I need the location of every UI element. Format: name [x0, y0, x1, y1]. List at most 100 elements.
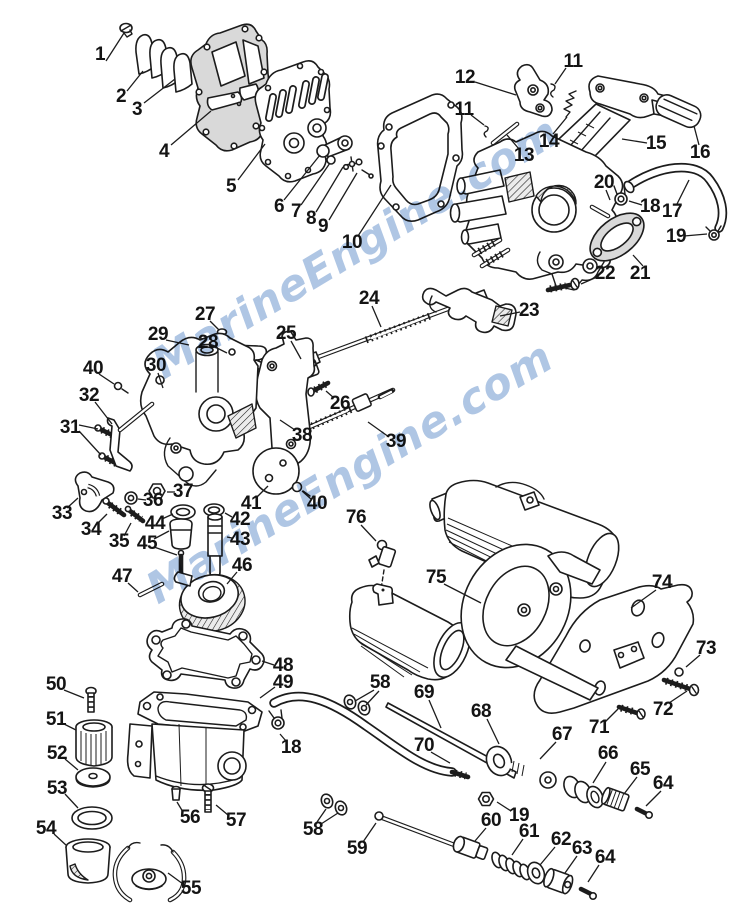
part-label-67: 67 [551, 724, 573, 745]
part-label-36: 36 [142, 490, 164, 511]
leader-line [290, 340, 302, 360]
leader-line [123, 522, 132, 537]
leader-line [354, 689, 375, 702]
leader-line [365, 690, 380, 706]
part-label-34: 34 [80, 519, 102, 540]
leader-line [693, 125, 700, 146]
leader-line [261, 660, 275, 666]
leader-line [143, 78, 176, 104]
leader-line [621, 138, 648, 144]
part-label-54: 54 [35, 818, 57, 839]
part-label-15: 15 [645, 133, 667, 154]
part-label-18: 18 [639, 196, 661, 217]
part-label-45: 45 [136, 533, 158, 554]
part-label-64: 64 [652, 773, 674, 794]
leader-line [259, 686, 276, 699]
part-label-22: 22 [594, 263, 616, 284]
part-label-68: 68 [470, 701, 492, 722]
part-label-50: 50 [45, 674, 67, 695]
part-label-21: 21 [629, 263, 651, 284]
leader-line [126, 70, 144, 92]
leader-line [474, 81, 517, 96]
retainer-clip-icon [550, 83, 556, 98]
leader-line [137, 498, 147, 501]
grip-16 [655, 94, 702, 129]
leader-line [283, 154, 321, 201]
part-label-70: 70 [413, 735, 435, 756]
part-label-16: 16 [689, 142, 711, 163]
carburetor-upper-group [449, 63, 728, 293]
part-label-60: 60 [480, 810, 502, 831]
leader-line [279, 733, 287, 742]
leader-line [632, 254, 644, 267]
spring-icon [491, 851, 531, 881]
muffler-group [348, 479, 700, 720]
part-label-14: 14 [538, 131, 560, 152]
part-label-49: 49 [272, 672, 294, 693]
part-label-69: 69 [413, 682, 435, 703]
leader-line [683, 233, 708, 237]
part-label-73: 73 [695, 638, 717, 659]
leader-line [554, 67, 567, 85]
leader-line [316, 808, 327, 823]
part-label-51: 51 [45, 709, 67, 730]
leader-line [64, 793, 79, 809]
reed-valve-group [119, 22, 464, 222]
part-label-52: 52 [46, 743, 68, 764]
part-label-61: 61 [518, 821, 540, 842]
part-label-25: 25 [275, 323, 297, 344]
reed-slots [265, 73, 329, 122]
leader-line [645, 790, 662, 807]
leader-line [676, 179, 690, 205]
leader-line [63, 689, 85, 699]
part-label-44: 44 [144, 513, 166, 534]
part-label-12: 12 [454, 67, 476, 88]
leader-line [623, 776, 638, 795]
leader-line [499, 311, 521, 317]
part-label-9: 9 [317, 216, 329, 237]
part-label-23: 23 [518, 300, 540, 321]
part-label-62: 62 [550, 829, 572, 850]
leader-lines [53, 32, 708, 885]
part-label-55: 55 [180, 878, 202, 899]
leader-line [256, 485, 269, 498]
part-label-10: 10 [341, 232, 363, 253]
leader-line [580, 276, 598, 285]
leader-line [470, 114, 485, 126]
leader-line [605, 189, 611, 201]
leader-line [428, 699, 442, 729]
leader-line [371, 305, 382, 328]
leader-line [279, 419, 296, 431]
part-label-37: 37 [172, 481, 194, 502]
part-label-39: 39 [385, 431, 407, 452]
part-label-43: 43 [229, 529, 251, 550]
part-label-3: 3 [131, 99, 143, 120]
leader-line [496, 801, 512, 812]
leader-line [511, 838, 524, 856]
part-label-13: 13 [513, 145, 535, 166]
leader-line [320, 812, 339, 825]
leader-line [78, 430, 102, 456]
part-label-46: 46 [231, 555, 253, 576]
screw-icon [119, 22, 133, 38]
leader-line [66, 497, 79, 509]
leader-line [443, 583, 482, 604]
leader-line [628, 200, 643, 206]
part-label-6: 6 [273, 196, 285, 217]
leader-line [592, 761, 607, 784]
part-label-40: 40 [306, 493, 328, 514]
part-label-72: 72 [652, 699, 674, 720]
leader-line [215, 804, 229, 816]
part-label-48: 48 [272, 655, 294, 676]
part-label-59: 59 [346, 838, 368, 859]
leader-line [167, 872, 184, 885]
part-label-28: 28 [197, 332, 219, 353]
part-label-31: 31 [59, 417, 81, 438]
part-label-11: 11 [454, 99, 474, 120]
part-label-42: 42 [229, 509, 251, 530]
leader-line [214, 346, 228, 354]
carburetor-mid-group [74, 328, 397, 632]
leader-line [315, 166, 344, 213]
part-label-53: 53 [46, 778, 68, 799]
